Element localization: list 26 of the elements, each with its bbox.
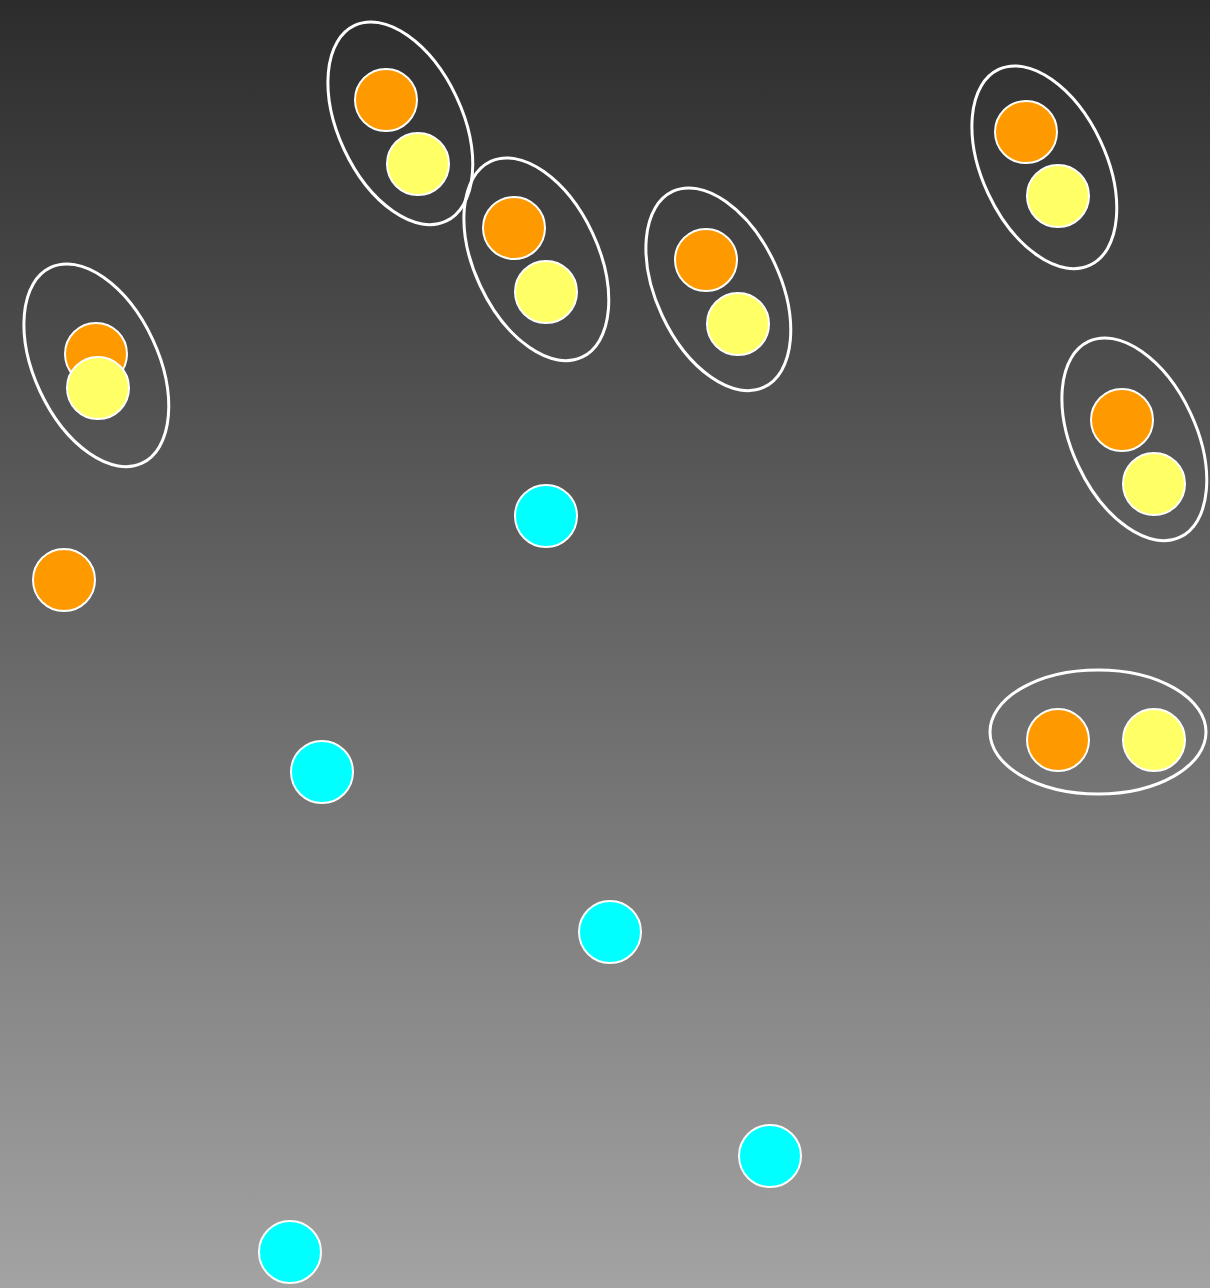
group-ellipse [21, 262, 171, 470]
dot [65, 355, 130, 420]
dot [705, 291, 770, 356]
dot [258, 1220, 322, 1284]
dot [514, 484, 578, 548]
group-ellipse [643, 186, 793, 394]
dot [290, 740, 354, 804]
group-ellipse [1059, 336, 1209, 544]
dot [513, 259, 578, 324]
group-ellipse [969, 64, 1119, 272]
dot [738, 1124, 802, 1188]
group-ellipse [325, 20, 475, 228]
dot [1121, 451, 1186, 516]
dot [578, 900, 642, 964]
dot [32, 548, 96, 612]
dot [1026, 708, 1090, 772]
dot [1025, 163, 1090, 228]
group-ellipse [988, 668, 1208, 796]
dot [385, 131, 450, 196]
dot [1122, 708, 1186, 772]
dot [1089, 387, 1154, 452]
dot [481, 195, 546, 260]
group-ellipse [461, 156, 611, 364]
dot [993, 99, 1058, 164]
dot [353, 67, 418, 132]
dot [673, 227, 738, 292]
